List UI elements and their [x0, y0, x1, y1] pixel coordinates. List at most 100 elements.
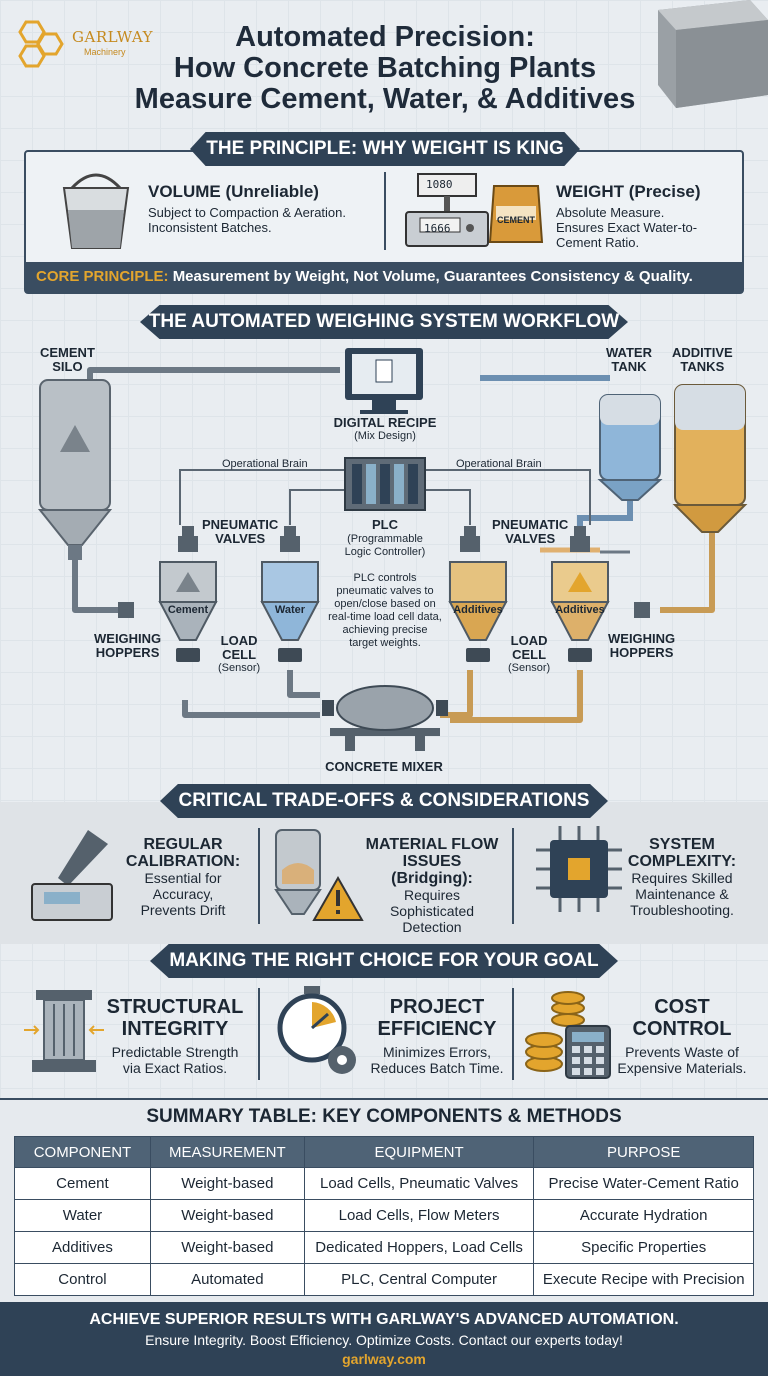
table-cell: Additives — [14, 1231, 151, 1264]
concrete-mixer-icon — [322, 685, 448, 751]
tradeoff-divider-1 — [258, 828, 260, 924]
table-cell: Precise Water-Cement Ratio — [533, 1167, 754, 1200]
coins-calculator-icon — [525, 991, 611, 1079]
tradeoff-2-text-2: Sophisticated — [389, 903, 475, 919]
plc-icon — [344, 457, 426, 511]
additive-tanks-label-2: TANKS — [680, 359, 725, 374]
table-row: Additives Weight-based Dedicated Hoppers… — [14, 1231, 754, 1264]
tradeoff-1-title-1: REGULAR — [143, 836, 223, 853]
concrete-mixer-label: CONCRETE MIXER — [325, 759, 443, 774]
cement-hopper-icon — [158, 561, 218, 641]
table-cell: Dedicated Hoppers, Load Cells — [303, 1231, 535, 1264]
choice-structural-integrity: STRUCTURAL INTEGRITY Predictable Strengt… — [104, 996, 246, 1076]
choice-cost-control: COST CONTROL Prevents Waste of Expensive… — [612, 996, 752, 1076]
table-row: Cement Weight-based Load Cells, Pneumati… — [14, 1167, 754, 1200]
pneumatic-valves-right: PNEUMATIC VALVES — [492, 518, 568, 546]
tradeoff-3-text-1: Requires Skilled — [631, 870, 733, 886]
choice-3-title-1: COST — [654, 996, 710, 1018]
table-row: Control Automated PLC, Central Computer … — [14, 1263, 754, 1296]
plc-note-line-1: PLC controls — [353, 572, 417, 584]
plc-note-line-6: target weights. — [349, 637, 421, 649]
additives-hopper-icon-2 — [550, 561, 610, 641]
concrete-block-icon — [658, 0, 768, 108]
header-purpose: PURPOSE — [533, 1136, 754, 1168]
cement-bag-icon — [488, 185, 544, 243]
tradeoff-1-text-2: Accuracy, — [152, 886, 214, 902]
cement-silo-icon — [37, 379, 113, 560]
tradeoff-3-title-2: COMPLEXITY: — [627, 853, 737, 870]
plc-sub-1: (Programmable — [347, 533, 423, 545]
choice-3-title-2: CONTROL — [632, 1018, 732, 1040]
workflow-diagram — [37, 348, 748, 751]
footer: ACHIEVE SUPERIOR RESULTS WITH GARLWAY'S … — [0, 1302, 768, 1376]
cement-silo-label: CEMENT SILO — [40, 346, 95, 374]
choice-2-text-1: Minimizes Errors, — [382, 1044, 492, 1060]
table-cell: Load Cells, Flow Meters — [303, 1199, 535, 1232]
operational-brain-left: Operational Brain — [222, 458, 308, 470]
volume-text-1: Subject to Compaction & Aeration. — [148, 205, 347, 220]
pneumatic-valves-right-1: PNEUMATIC — [492, 517, 569, 532]
additives-hopper-icon-1 — [448, 561, 508, 641]
table-cell: Specific Properties — [533, 1231, 754, 1264]
sensor-left: (Sensor) — [218, 662, 261, 674]
choice-1-title-2: INTEGRITY — [121, 1018, 229, 1040]
summary-title: SUMMARY TABLE: KEY COMPONENTS & METHODS — [146, 1106, 622, 1127]
tradeoff-3-text-3: Troubleshooting. — [630, 902, 734, 918]
title-line-3: Measure Cement, Water, & Additives — [134, 83, 636, 115]
tradeoff-1-text-3: Prevents Drift — [140, 902, 226, 918]
hopper-water-label: Water — [274, 604, 306, 616]
table-cell: Control — [14, 1263, 151, 1296]
core-principle-label: CORE PRINCIPLE: — [36, 268, 169, 285]
weighing-hoppers-left: WEIGHING HOPPERS — [94, 632, 161, 660]
load-cell-icons — [176, 648, 592, 662]
tradeoff-material-flow: MATERIAL FLOW ISSUES (Bridging): Require… — [362, 836, 502, 935]
load-cell-right-1: LOAD — [510, 633, 548, 648]
table-cell: Load Cells, Pneumatic Valves — [303, 1167, 535, 1200]
weight-text-1: Absolute Measure. — [556, 205, 665, 220]
footer-headline: ACHIEVE SUPERIOR RESULTS WITH GARLWAY'S … — [89, 1311, 679, 1328]
calibration-scale-icon — [31, 830, 113, 921]
logo-subtitle: Machinery — [84, 47, 126, 57]
water-tank-icon — [597, 394, 663, 501]
weighing-hoppers-left-2: HOPPERS — [95, 645, 160, 660]
choice-2-title-1: PROJECT — [389, 996, 485, 1018]
load-cell-left: LOAD CELL (Sensor) — [218, 634, 260, 675]
additive-tanks-label-1: ADDITIVE — [672, 345, 733, 360]
monitor-icon — [345, 348, 423, 414]
choice-1-text-1: Predictable Strength — [111, 1044, 239, 1060]
choice-divider-1 — [258, 988, 260, 1080]
title-line-1: Automated Precision: — [235, 21, 535, 53]
choice-3-text-2: Expensive Materials. — [617, 1060, 747, 1076]
plc-note-line-5: achieving precise — [342, 624, 428, 636]
hopper-cement-label: Cement — [167, 604, 209, 616]
weighing-hoppers-right-1: WEIGHING — [608, 631, 676, 646]
pneumatic-valves-left-1: PNEUMATIC — [202, 517, 279, 532]
pneumatic-valves-left: PNEUMATIC VALVES — [202, 518, 278, 546]
additive-tanks-label: ADDITIVE TANKS — [672, 346, 733, 374]
core-principle-bar — [26, 262, 742, 292]
cement-silo-label-1: CEMENT — [40, 345, 95, 360]
principle-banner: THE PRINCIPLE: WHY WEIGHT IS KING — [190, 132, 580, 166]
logo-name: GARLWAY — [72, 28, 154, 46]
tradeoff-3-text-2: Maintenance & — [635, 886, 729, 902]
principle-divider — [384, 172, 386, 250]
table-cell: Execute Recipe with Precision — [533, 1263, 754, 1296]
footer-url-link[interactable]: garlway.com — [342, 1351, 426, 1367]
table-cell: Weight-based — [149, 1199, 305, 1232]
weight-text-3: Cement Ratio. — [556, 235, 640, 250]
water-tank-label-2: TANK — [611, 359, 647, 374]
title-line-2: How Concrete Batching Plants — [173, 52, 597, 84]
plc-label: PLC — [372, 517, 398, 532]
plc-note-line-4: real-time load cell data, — [328, 611, 442, 623]
tradeoff-divider-2 — [512, 828, 514, 924]
tradeoff-2-text-1: Requires — [403, 887, 461, 903]
water-hopper-icon — [260, 561, 320, 641]
table-cell: Weight-based — [149, 1167, 305, 1200]
tradeoff-2-title-1: MATERIAL FLOW — [365, 836, 499, 853]
operational-brain-right: Operational Brain — [456, 458, 542, 470]
hexagon-logo-icon — [18, 20, 64, 68]
load-cell-right: LOAD CELL (Sensor) — [508, 634, 550, 675]
table-row: Water Weight-based Load Cells, Flow Mete… — [14, 1199, 754, 1232]
mix-design-label: (Mix Design) — [354, 430, 416, 442]
weight-title: WEIGHT (Precise) — [556, 182, 701, 201]
